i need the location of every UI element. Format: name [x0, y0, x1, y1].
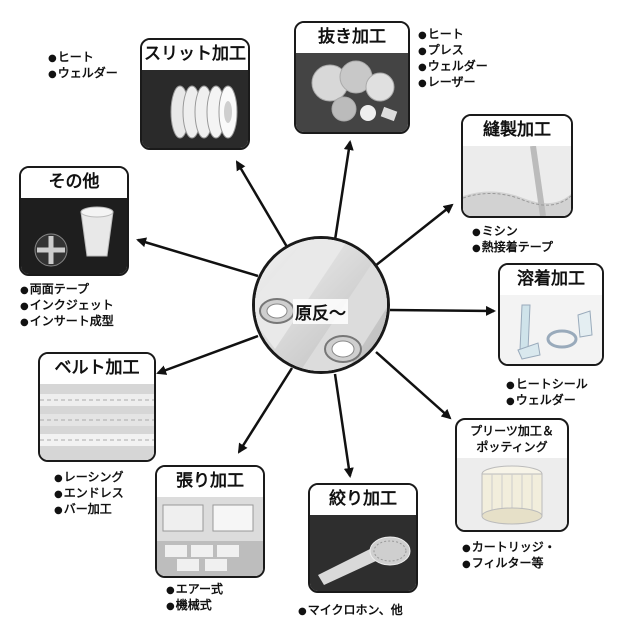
card-other: その他	[19, 166, 129, 276]
arrow-to-slit	[235, 160, 292, 253]
other-products-image	[21, 198, 127, 274]
microphone-cover-image	[310, 515, 416, 591]
bullet-item: ウェルダー	[418, 59, 488, 75]
welded-parts-image	[500, 295, 602, 364]
bullet-item: バー加工	[54, 502, 124, 518]
stretch-frames-image	[157, 497, 263, 576]
card-title-belt: ベルト加工	[40, 354, 154, 382]
bullet-item: ウェルダー	[506, 393, 588, 409]
filter-cartridge-image	[457, 458, 567, 530]
bullet-item: フィルター等	[462, 556, 556, 572]
bullet-item: ヒート	[418, 27, 488, 43]
card-title-punch: 抜き加工	[296, 23, 408, 51]
arrow-to-other	[136, 237, 259, 278]
arrow-to-punch	[333, 140, 354, 241]
card-title-pleats-line1: プリーツ加工＆	[470, 424, 554, 438]
arrow-to-stretch	[237, 367, 294, 454]
bullet-item: ヒート	[48, 50, 118, 66]
card-stretch: 張り加工	[155, 465, 265, 578]
sewing-bullets: ミシン 熱接着テープ	[472, 224, 553, 256]
card-title-sewing: 縫製加工	[463, 116, 571, 144]
pleats-bullets: カートリッジ・ フィルター等	[462, 540, 556, 572]
card-welding: 溶着加工	[498, 263, 604, 366]
bullet-item: 両面テープ	[20, 282, 114, 298]
bullet-item: プレス	[418, 43, 488, 59]
arrow-to-welding	[389, 305, 496, 316]
card-title-drawing: 絞り加工	[310, 485, 416, 513]
belt-image	[40, 384, 154, 460]
card-drawing: 絞り加工	[308, 483, 418, 593]
arrow-to-pleats	[375, 351, 452, 420]
arrow-to-belt	[156, 334, 259, 375]
stretch-bullets: エアー式 機械式	[166, 582, 223, 614]
bullet-item: インサート成型	[20, 314, 114, 330]
bullet-item: レーザー	[418, 75, 488, 91]
card-punch: 抜き加工	[294, 21, 410, 134]
bullet-item: インクジェット	[20, 298, 114, 314]
card-title-welding: 溶着加工	[500, 265, 602, 293]
welding-bullets: ヒートシール ウェルダー	[506, 377, 588, 409]
bullet-item: マイクロホン、他	[298, 603, 403, 619]
bullet-item: ミシン	[472, 224, 553, 240]
other-bullets: 両面テープ インクジェット インサート成型	[20, 282, 114, 330]
bullet-item: エアー式	[166, 582, 223, 598]
card-title-pleats-line2: ポッティング	[476, 440, 548, 454]
bullet-item: ウェルダー	[48, 66, 118, 82]
center-material-circle: 原反～	[252, 236, 390, 374]
arrow-to-drawing	[333, 373, 354, 478]
punched-parts-image	[296, 53, 408, 132]
bullet-item: カートリッジ・	[462, 540, 556, 556]
card-belt: ベルト加工	[38, 352, 156, 462]
card-title-slit: スリット加工	[142, 40, 248, 68]
drawing-bullets: マイクロホン、他	[298, 603, 403, 619]
slit-rolls-image	[142, 70, 248, 148]
bullet-item: ヒートシール	[506, 377, 588, 393]
slit-bullets: ヒート ウェルダー	[48, 50, 118, 82]
bullet-item: レーシング	[54, 470, 124, 486]
card-pleats: プリーツ加工＆ ポッティング	[455, 418, 569, 532]
card-sewing: 縫製加工	[461, 114, 573, 218]
center-label: 原反～	[293, 299, 348, 324]
sewn-bag-image	[463, 145, 571, 216]
card-slit: スリット加工	[140, 38, 250, 150]
bullet-item: エンドレス	[54, 486, 124, 502]
card-title-stretch: 張り加工	[157, 467, 263, 495]
punch-bullets: ヒート プレス ウェルダー レーザー	[418, 27, 488, 91]
bullet-item: 熱接着テープ	[472, 240, 553, 256]
belt-bullets: レーシング エンドレス バー加工	[54, 470, 124, 518]
bullet-item: 機械式	[166, 598, 223, 614]
card-title-other: その他	[21, 168, 127, 196]
arrow-to-sewing	[374, 203, 454, 267]
